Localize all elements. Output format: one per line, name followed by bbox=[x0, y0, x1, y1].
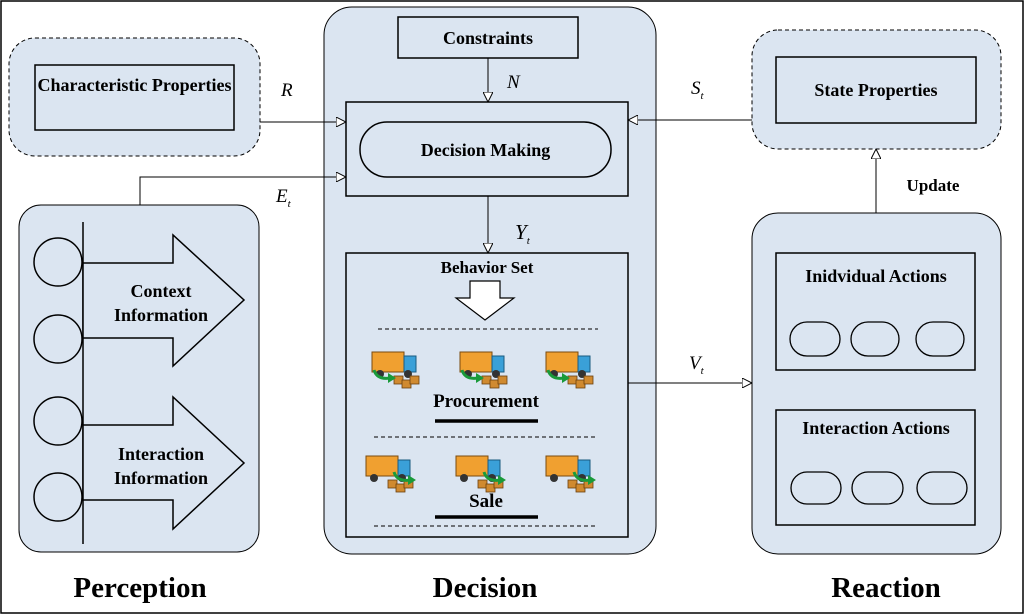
interaction-arrow bbox=[82, 395, 246, 531]
symbol-s: St bbox=[691, 78, 704, 102]
context-information-label: Context Information bbox=[114, 281, 208, 325]
interaction-actions-label: Interaction Actions bbox=[802, 418, 950, 438]
state-box bbox=[775, 56, 977, 124]
sale-label: Sale bbox=[469, 491, 503, 512]
procurement-label: Procurement bbox=[433, 391, 539, 412]
context-circle-2 bbox=[33, 314, 83, 364]
behavior-down-arrow bbox=[454, 280, 516, 321]
state-properties-label: State Properties bbox=[814, 80, 938, 100]
context-circle-1 bbox=[33, 237, 83, 287]
interaction-circle-2 bbox=[33, 472, 83, 522]
update-label: Update bbox=[906, 176, 960, 195]
decision-making-box bbox=[359, 121, 612, 178]
individual-actions-label: Inidvidual Actions bbox=[805, 266, 947, 286]
constraints-label: Constraints bbox=[442, 28, 533, 48]
decision-making-label: Decision Making bbox=[420, 140, 551, 160]
symbol-e: Et bbox=[276, 186, 291, 210]
interaction-actions-box bbox=[775, 409, 976, 526]
reaction-title: Reaction bbox=[831, 572, 941, 604]
context-arrow bbox=[82, 233, 246, 368]
e-connector bbox=[139, 177, 345, 205]
perception-title: Perception bbox=[73, 572, 207, 604]
symbol-y: Yt bbox=[515, 220, 530, 248]
constraints-box bbox=[397, 16, 579, 59]
symbol-v: Vt bbox=[689, 353, 704, 377]
behavior-set-label: Behavior Set bbox=[440, 258, 534, 277]
characteristic-box bbox=[34, 64, 235, 131]
characteristic-properties-label: Characteristic Properties bbox=[37, 75, 232, 95]
symbol-n: N bbox=[507, 72, 520, 93]
interaction-information-label: Interaction Information bbox=[114, 444, 208, 488]
interaction-circle-1 bbox=[33, 396, 83, 446]
symbol-r: R bbox=[281, 80, 293, 101]
decision-title: Decision bbox=[432, 572, 538, 604]
